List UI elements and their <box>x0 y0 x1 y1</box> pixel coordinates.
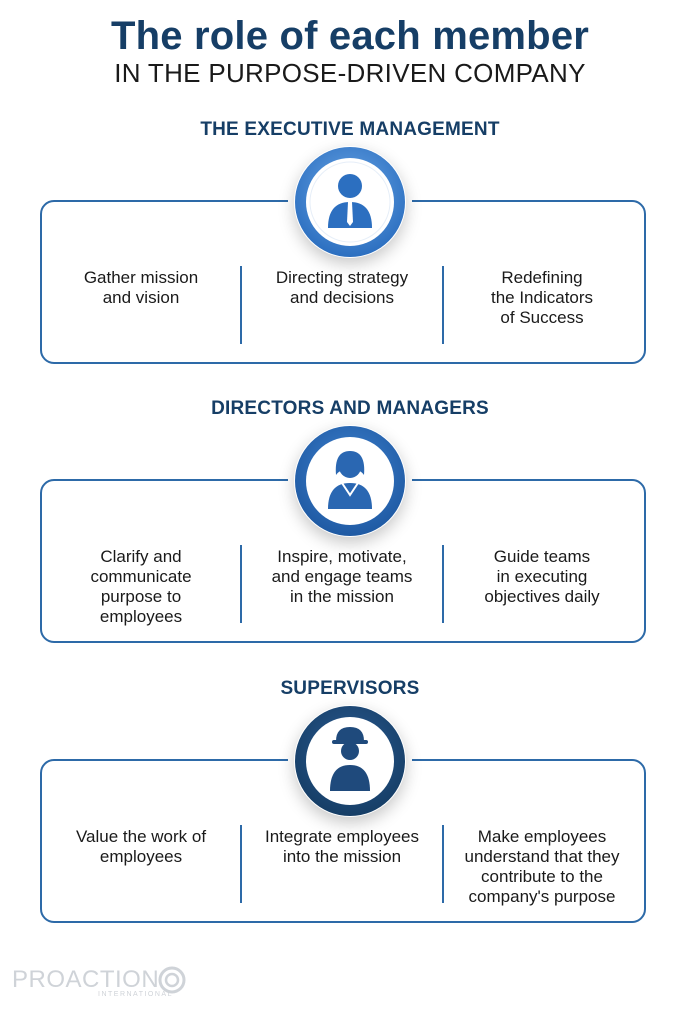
item-1: Inspire, motivate, and engage teams in t… <box>271 547 413 606</box>
section-supervisors: SUPERVISORS Value the work of employees … <box>0 677 700 937</box>
item-2: Guide teams in executing objectives dail… <box>484 547 600 606</box>
logo-tagline: INTERNATIONAL <box>98 991 173 998</box>
section-title: THE EXECUTIVE MANAGEMENT <box>200 119 500 140</box>
item-0: Clarify and communicate purpose to emplo… <box>90 547 192 626</box>
column-divider <box>240 825 242 903</box>
item-2: Redefining the Indicators of Success <box>490 268 594 327</box>
supervisor-helmet-icon <box>294 705 406 817</box>
item-0: Gather mission and vision <box>83 268 199 307</box>
page-subtitle: IN THE PURPOSE-DRIVEN COMPANY <box>114 58 586 88</box>
proaction-logo: PROACTION INTERNATIONAL <box>12 964 212 1000</box>
column-divider <box>442 825 444 903</box>
section-executive-management: THE EXECUTIVE MANAGEMENT Gather mission … <box>0 118 700 378</box>
section-title: DIRECTORS AND MANAGERS <box>211 398 489 419</box>
column-divider <box>442 266 444 344</box>
section-directors-managers: DIRECTORS AND MANAGERS Clarify and commu… <box>0 397 700 657</box>
item-1: Integrate employees into the mission <box>264 827 420 866</box>
logo-mark-icon <box>158 966 186 994</box>
manager-woman-icon <box>294 425 406 537</box>
executive-person-icon <box>294 146 406 258</box>
item-1: Directing strategy and decisions <box>275 268 409 307</box>
column-divider <box>442 545 444 623</box>
column-divider <box>240 545 242 623</box>
item-2: Make employees understand that they cont… <box>464 827 620 906</box>
item-0: Value the work of employees <box>75 827 207 866</box>
column-divider <box>240 266 242 344</box>
section-title: SUPERVISORS <box>280 678 420 699</box>
logo-name: PROACTION <box>12 966 160 993</box>
page-title: The role of each member <box>110 14 590 58</box>
